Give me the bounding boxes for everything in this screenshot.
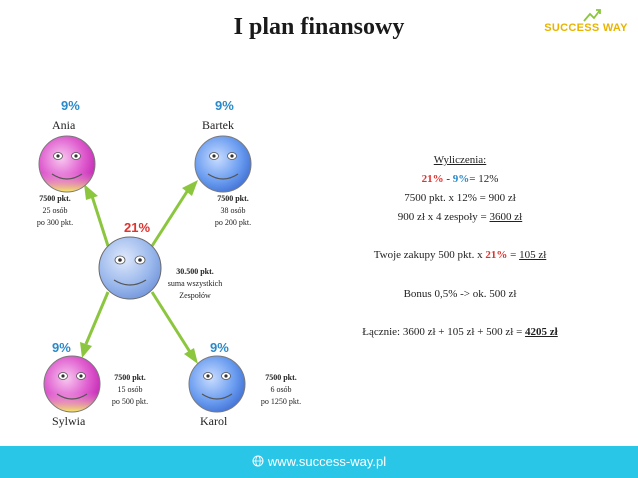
calc-line-1: 21% - 9%= 12% [330, 173, 590, 185]
karol-per: po 1250 pkt. [260, 397, 302, 406]
karol-people: 6 osób [270, 385, 292, 394]
calc-line1-blue: 9% [452, 173, 470, 185]
ania-face-icon [38, 135, 96, 193]
calc-line3-total: 3600 zł [489, 211, 523, 223]
karol-name: Karol [200, 414, 228, 428]
calc-line1-red: 21% [421, 173, 444, 185]
karol-face-icon [188, 355, 246, 413]
arrow-to-karol [150, 291, 198, 364]
calc-line-6: Łącznie: 3600 zł + 105 zł + 500 zł = 420… [330, 326, 590, 338]
sylwia-per: po 500 pkt. [111, 397, 149, 406]
bartek-per: po 200 pkt. [214, 218, 252, 227]
calc-line6-total: 4205 zł [525, 326, 558, 338]
ania-name: Ania [52, 118, 76, 132]
footer-bar: www.success-way.pl [0, 446, 638, 478]
calc-line-2: 7500 pkt. x 12% = 900 zł [404, 192, 516, 204]
calc-line-4: Twoje zakupy 500 pkt. x 21% = 105 zł [330, 249, 590, 261]
logo-arrow-icon [583, 9, 601, 22]
bartek-points: 7500 pkt. [217, 194, 249, 203]
ania-points: 7500 pkt. [39, 194, 71, 203]
karol-percent: 9% [210, 340, 229, 355]
arrow-to-bartek [150, 180, 198, 247]
karol-points: 7500 pkt. [265, 373, 297, 382]
sylwia-people: 15 osób [117, 385, 143, 394]
center-line2: Zespołów [179, 291, 211, 300]
sylwia-percent: 9% [52, 340, 71, 355]
calc-line4-total: 105 zł [519, 249, 547, 261]
center-line1: suma wszystkich [167, 279, 223, 288]
bartek-name: Bartek [202, 118, 234, 132]
calc-line4-red: 21% [485, 249, 508, 261]
arrow-to-ania [84, 184, 110, 247]
calc-line3-pre: 900 zł x 4 zespoły = [397, 211, 490, 223]
ania-stats: 7500 pkt. 25 osób po 300 pkt. [20, 193, 90, 229]
sylwia-points: 7500 pkt. [114, 373, 146, 382]
footer-link[interactable]: www.success-way.pl [0, 454, 638, 470]
globe-icon [252, 455, 264, 470]
calc-line1-sep: - [443, 173, 453, 185]
page-title: I plan finansowy [233, 14, 405, 40]
calc-line4-eq: = [507, 249, 520, 261]
ania-per: po 300 pkt. [36, 218, 74, 227]
footer-url: www.success-way.pl [267, 454, 387, 469]
arrow-to-sylwia [80, 291, 110, 358]
center-stats: 30.500 pkt. suma wszystkich Zespołów [162, 266, 228, 302]
karol-stats: 7500 pkt. 6 osób po 1250 pkt. [250, 372, 312, 408]
center-percent: 21% [124, 220, 151, 235]
center-points: 30.500 pkt. [176, 267, 214, 276]
ania-people: 25 osób [42, 206, 68, 215]
sylwia-name: Sylwia [52, 414, 86, 428]
calc-line-3: 900 zł x 4 zespoły = 3600 zł [330, 211, 590, 223]
bartek-face-icon [194, 135, 252, 193]
bartek-stats: 7500 pkt. 38 osób po 200 pkt. [198, 193, 268, 229]
ania-percent: 9% [61, 98, 80, 113]
center-face-icon [98, 236, 162, 300]
success-way-logo: SUCCESS WAY [538, 8, 634, 42]
calc-line-5: Bonus 0,5% -> ok. 500 zł [403, 288, 517, 300]
calc-heading: Wyliczenia: [433, 154, 487, 166]
logo-text: SUCCESS WAY [544, 22, 628, 34]
calc-line1-rest: = 12% [469, 173, 499, 185]
calc-line6-pre: Łącznie: 3600 zł + 105 zł + 500 zł = [362, 326, 526, 338]
calc-line4-pre: Twoje zakupy 500 pkt. x [373, 249, 486, 261]
bartek-percent: 9% [215, 98, 234, 113]
sylwia-stats: 7500 pkt. 15 osób po 500 pkt. [100, 372, 160, 408]
sylwia-face-icon [43, 355, 101, 413]
bartek-people: 38 osób [220, 206, 246, 215]
